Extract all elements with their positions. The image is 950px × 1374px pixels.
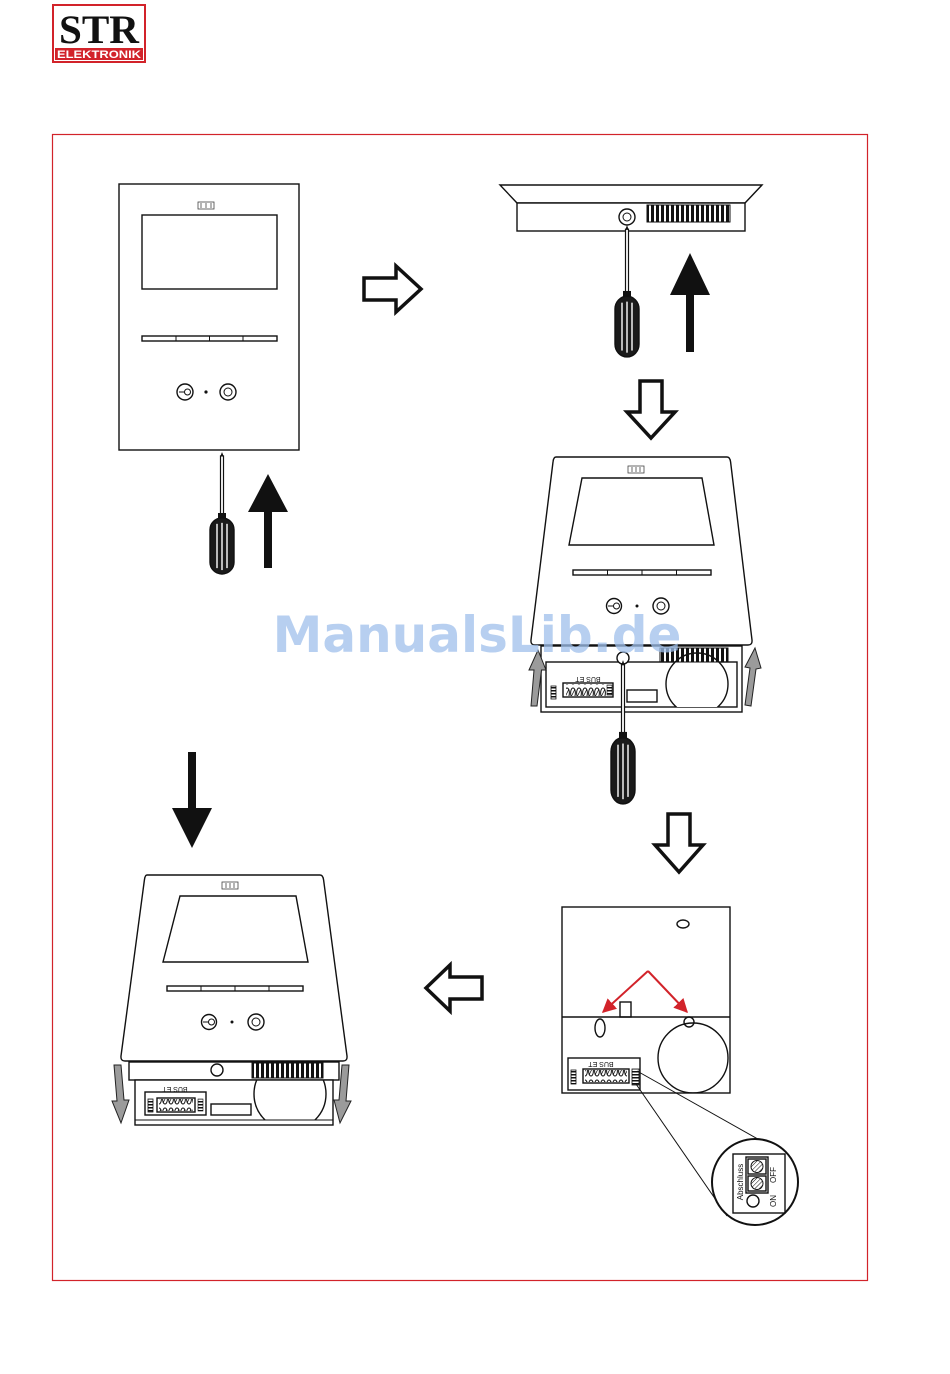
watermark-text: ManualsLib.de	[273, 606, 682, 664]
step2-device-bottom-view	[500, 185, 762, 357]
arrow-down-outline-icon	[655, 814, 703, 872]
switch-knob-off	[751, 1161, 763, 1173]
zoom-line	[636, 1084, 727, 1216]
step4-open-module: BUS ET Abschluss ON OFF	[562, 907, 798, 1225]
terminal-label: BUS ET	[575, 675, 601, 682]
device-small-logo-icon	[222, 882, 238, 889]
switch-label-off: OFF	[769, 1167, 778, 1183]
device-housing	[121, 875, 347, 1061]
arrow-down-icon	[172, 752, 212, 848]
indicator-dot	[231, 1021, 234, 1024]
screwdriver-icon	[210, 452, 234, 574]
device-housing	[119, 184, 299, 450]
indicator-dot	[204, 390, 207, 393]
push-arrow-left-icon	[112, 1065, 129, 1123]
step5-device-mounting: BUS ET	[112, 875, 351, 1130]
arrow-up-icon	[670, 253, 710, 352]
terminal-coils	[159, 1099, 193, 1111]
dip-switch	[607, 685, 612, 695]
vent-grille	[647, 205, 730, 222]
terminal-label: BUS ET	[588, 1060, 614, 1067]
logo-brand-text: STR	[59, 7, 140, 52]
arrow-down-outline-icon	[627, 381, 675, 438]
screwdriver-icon	[615, 225, 639, 357]
arrow-left-outline-icon	[426, 965, 482, 1011]
dip-switch	[148, 1099, 153, 1112]
terminal-label: BUS ET	[162, 1085, 188, 1092]
switch-label-on: ON	[769, 1195, 778, 1207]
arrow-right-outline-icon	[364, 266, 421, 312]
device-small-logo-icon	[198, 202, 214, 209]
switch-knob-on	[751, 1178, 763, 1190]
lift-arrow-right-icon	[745, 648, 761, 706]
vent-grille	[252, 1063, 323, 1078]
device-bottom-lip	[500, 185, 762, 203]
arrow-up-icon	[248, 474, 288, 568]
termination-switch-magnifier: Abschluss ON OFF	[712, 1139, 798, 1225]
str-elektronik-logo: STR ELEKTRONIK	[53, 5, 145, 62]
logo-subtitle-text: ELEKTRONIK	[57, 49, 141, 61]
step1-device-front	[119, 184, 299, 574]
terminal-coils	[585, 1070, 627, 1082]
dip-switch	[571, 1070, 576, 1084]
dip-switch	[551, 686, 556, 699]
dip-switch	[198, 1099, 203, 1111]
switch-label-abschluss: Abschluss	[736, 1164, 745, 1200]
device-small-logo-icon	[628, 466, 644, 473]
terminal-coils	[566, 684, 606, 696]
